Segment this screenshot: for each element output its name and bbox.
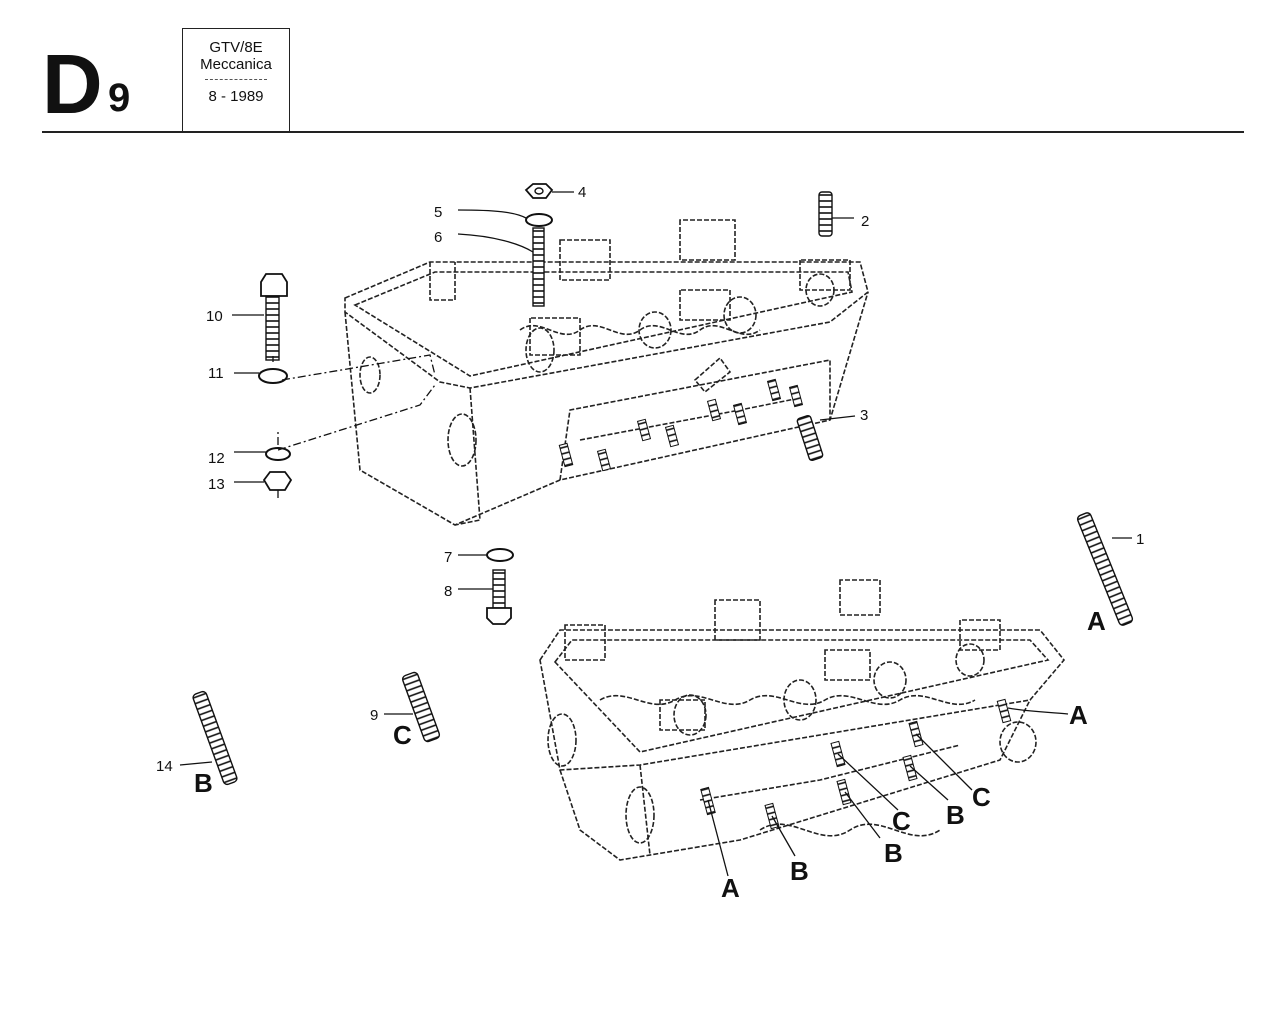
stud-letter-b-bottom-2: B <box>884 838 903 868</box>
callout-3: 3 <box>860 407 868 424</box>
callout-13: 13 <box>208 476 225 493</box>
cylinder-head-upper <box>344 219 869 526</box>
category-label: Meccanica <box>200 56 272 73</box>
model-label: GTV/8E <box>209 39 263 56</box>
stud-letter-a-bottom: A <box>721 873 740 903</box>
part-5-washer <box>525 213 553 227</box>
part-2-stud <box>818 191 833 237</box>
callout-10: 10 <box>206 308 223 325</box>
section-letter: D <box>42 37 103 131</box>
stud-letter-b-bottom-1: B <box>790 856 809 886</box>
callout-4: 4 <box>578 184 586 201</box>
callout-14: 14 <box>156 758 173 775</box>
cylinder-head-lower <box>539 579 1066 861</box>
part-14-stud <box>192 690 238 786</box>
callout-6: 6 <box>434 229 442 246</box>
callout-7: 7 <box>444 549 452 566</box>
part-9-stud <box>401 671 441 743</box>
callout-2: 2 <box>861 213 869 230</box>
stud-letter-c-left: C <box>393 720 412 750</box>
callout-8: 8 <box>444 583 452 600</box>
section-number: 9 <box>108 76 131 120</box>
callout-1: 1 <box>1136 531 1144 548</box>
part-11-washer <box>258 368 288 384</box>
part-8-bolt <box>486 569 512 625</box>
callout-9: 9 <box>370 707 378 724</box>
header-info-box: GTV/8E Meccanica 8 - 1989 <box>182 28 290 133</box>
part-6-stud <box>532 227 545 307</box>
callout-11: 11 <box>208 365 224 382</box>
part-7-washer <box>486 548 514 562</box>
stud-letter-c-bottom-1: C <box>892 806 911 836</box>
stud-letter-b-left: B <box>194 768 213 798</box>
part-3-stud <box>796 414 824 462</box>
part-10-bolt <box>260 273 288 361</box>
part-1-stud <box>1076 512 1134 626</box>
header-separator <box>205 79 267 80</box>
callout-5: 5 <box>434 204 442 221</box>
header-rule <box>42 131 1244 133</box>
leader-lines <box>179 191 1132 877</box>
stud-letter-a-right-top: A <box>1087 606 1106 636</box>
stud-letter-c-bottom-2: C <box>972 782 991 812</box>
part-12-washer <box>265 447 291 461</box>
callout-12: 12 <box>208 450 225 467</box>
stud-letter-a-right-mid: A <box>1069 700 1088 730</box>
part-13-nut <box>262 471 293 491</box>
stud-letter-b-bottom-3: B <box>946 800 965 830</box>
date-label: 8 - 1989 <box>208 88 264 105</box>
part-4-nut <box>524 183 554 199</box>
